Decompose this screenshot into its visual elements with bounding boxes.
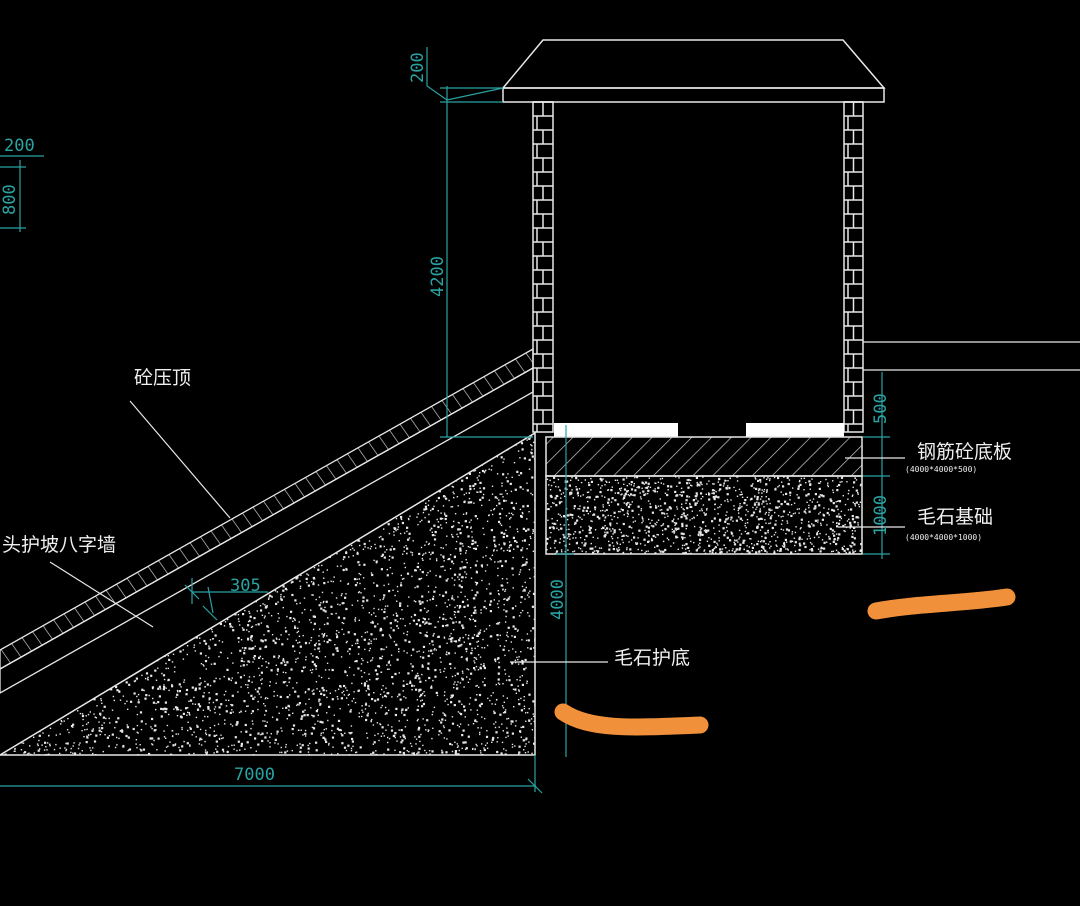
dimension-lines [0, 47, 890, 794]
label-rubble-apron: 毛石护底 [614, 647, 690, 669]
roof-eave [502, 87, 885, 103]
ground-line-right [863, 341, 1080, 371]
dim-wall-height-4200: 4200 [428, 256, 448, 297]
dim-left-200: 200 [4, 136, 35, 156]
dim-thickness-305: 305 [230, 576, 261, 596]
highlight-stroke-lower [554, 703, 709, 736]
floor-slab-left [554, 423, 678, 437]
leader-lines [49, 400, 905, 663]
rubble-apron-slope [0, 431, 536, 756]
label-rc-slab-note: (4000*4000*500) [905, 465, 977, 474]
gate-house [501, 39, 886, 433]
floor-slab-right [746, 423, 844, 437]
label-rubble-foundation: 毛石基础 [917, 506, 993, 528]
coping-band [0, 347, 534, 670]
orange-highlight-marks [554, 588, 1016, 736]
label-wing-wall: 头护坡八字墙 [2, 534, 116, 556]
label-rc-slab: 钢筋砼底板 [917, 441, 1012, 463]
rc-base-slab [545, 436, 863, 477]
roof [501, 39, 886, 89]
label-coping: 砼压顶 [134, 367, 191, 389]
dim-roof-200: 200 [408, 52, 428, 83]
dim-footing-1000: 1000 [871, 495, 891, 536]
dim-left-800: 800 [0, 184, 20, 215]
rubble-foundation [545, 475, 863, 555]
dim-slab-500: 500 [871, 393, 891, 424]
dim-base-width-7000: 7000 [234, 765, 275, 785]
label-rubble-foundation-note: (4000*4000*1000) [905, 533, 982, 542]
dim-base-4000: 4000 [548, 579, 568, 620]
wing-wall-band [0, 366, 534, 694]
highlight-stroke-upper [867, 588, 1016, 620]
